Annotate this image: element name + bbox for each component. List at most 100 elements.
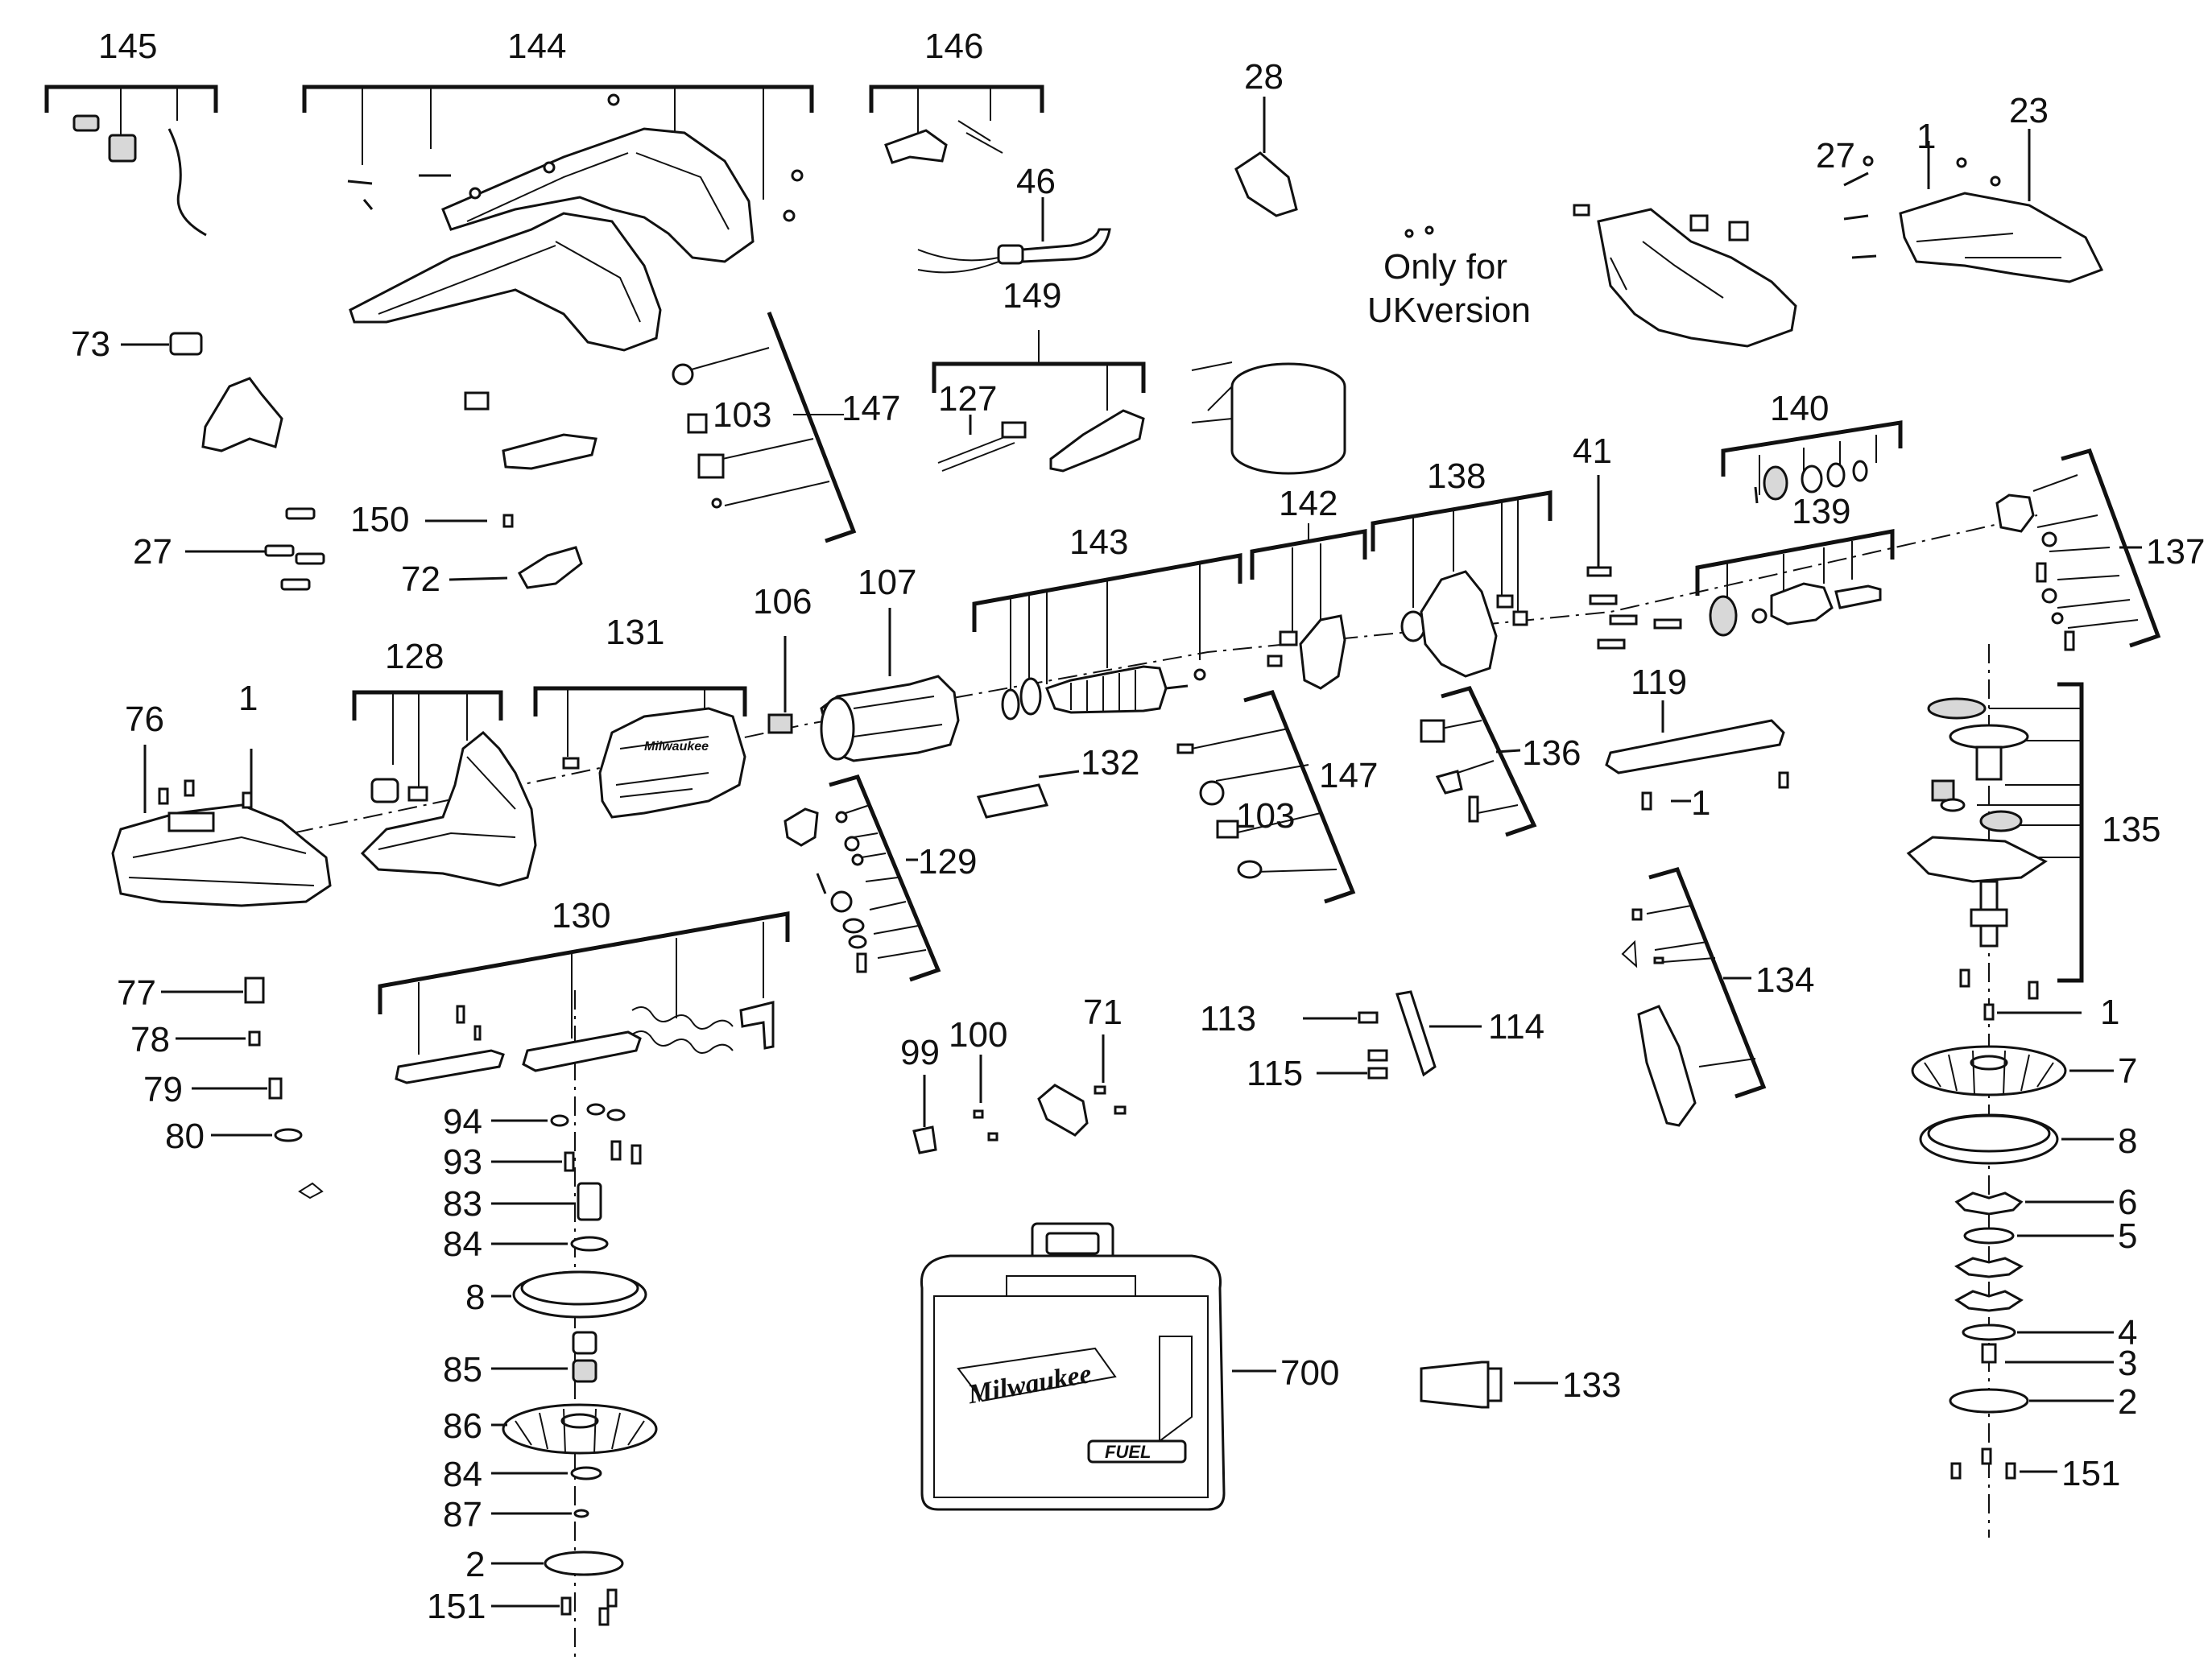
label-113: 113 [1200, 999, 1256, 1039]
wire-clip-part [1001, 421, 1027, 439]
pivot-bushing-part [577, 1182, 602, 1221]
label-1-mid-left: 1 [238, 679, 258, 718]
blade-guide-part [1995, 493, 2035, 533]
sensor-part [697, 453, 725, 479]
bearing-139-part [1709, 595, 1738, 637]
label-130: 130 [552, 896, 610, 935]
label-plate-part [976, 783, 1049, 819]
group-107: 107 [820, 563, 960, 762]
group-27-left: 27 [133, 507, 325, 591]
label-103-lower: 103 [1236, 796, 1295, 836]
label-106: 106 [753, 582, 812, 621]
assembly-axis-main [120, 514, 2038, 870]
case-badge-text: FUEL [1105, 1442, 1151, 1462]
label-1-top: 1 [1916, 117, 1936, 156]
label-700: 700 [1280, 1353, 1339, 1393]
label-8-left: 8 [465, 1278, 485, 1317]
trigger-switch-part [884, 129, 948, 164]
label-27-left: 27 [133, 532, 172, 572]
group-46: 46 [917, 162, 1111, 274]
label-142: 142 [1279, 484, 1338, 523]
screw-part [469, 187, 482, 200]
screw-part [1597, 638, 1626, 650]
group-23: 23 27 1 [1816, 91, 2104, 283]
label-93: 93 [443, 1142, 482, 1182]
group-133: 133 [1420, 1361, 1621, 1409]
label-100: 100 [949, 1015, 1007, 1055]
group-130: 130 [378, 896, 790, 1084]
group-139: 139 [1695, 492, 1895, 637]
eccentric-plate-part [1770, 582, 1834, 626]
group-28: 28 [1234, 57, 1298, 217]
label-94: 94 [443, 1102, 482, 1142]
group-99-100-71: 99 100 71 [900, 993, 1127, 1154]
label-79: 79 [143, 1070, 183, 1109]
label-7: 7 [2118, 1051, 2137, 1091]
label-145: 145 [98, 27, 157, 66]
bearing-part [672, 363, 694, 386]
label-41: 41 [1573, 432, 1612, 471]
hub-cap-left-part [544, 1551, 624, 1576]
label-84-lower: 84 [443, 1455, 482, 1494]
gear-plate-part [1420, 570, 1498, 678]
latch-plate-part [502, 433, 597, 470]
drive-wheel-left-part [502, 1403, 658, 1455]
lever-part [784, 807, 819, 847]
group-149: 149 127 [932, 276, 1146, 473]
gear-cover-part [1906, 836, 2048, 883]
control-board-part [1049, 409, 1145, 473]
label-138: 138 [1427, 456, 1486, 496]
motor-cover-brand: Milwaukee [644, 740, 709, 754]
label-73: 73 [71, 324, 110, 364]
label-84-upper: 84 [443, 1224, 482, 1264]
label-133: 133 [1562, 1365, 1621, 1405]
hub-3-part [1981, 1343, 1997, 1364]
bevel-gear-part [1927, 697, 1987, 720]
fan-baffle-part [1299, 614, 1346, 690]
group-41: 41 [1573, 432, 1612, 577]
label-8-right: 8 [2118, 1121, 2137, 1161]
label-114: 114 [1488, 1007, 1544, 1047]
label-2-right: 2 [2118, 1382, 2137, 1422]
group-136: 136 [1420, 686, 1581, 837]
label-119: 119 [1631, 663, 1687, 702]
group-73: 73 [71, 324, 283, 452]
gasket-part [1234, 151, 1298, 217]
label-132: 132 [1081, 743, 1139, 783]
label-134: 134 [1755, 960, 1814, 1000]
label-137: 137 [2146, 532, 2205, 572]
group-135: 135 [1906, 682, 2160, 983]
housing-half-left [349, 212, 662, 352]
note-line-2: UKversion [1367, 291, 1531, 330]
label-46: 46 [1016, 162, 1056, 201]
label-76: 76 [125, 700, 164, 739]
stop-pin-part [244, 977, 265, 1004]
label-139: 139 [1792, 492, 1850, 531]
group-145: 145 [44, 27, 218, 237]
group-147-upper: 103 147 [672, 312, 900, 543]
group-106: 106 [753, 582, 812, 734]
screw-part [1589, 594, 1618, 605]
bearing-140-part [1763, 465, 1788, 501]
group-131: Milwaukee 131 [533, 613, 747, 819]
label-83: 83 [443, 1184, 482, 1224]
brush-part [767, 713, 793, 734]
screw-73-part [169, 332, 203, 356]
label-1-guide: 1 [1691, 783, 1710, 823]
dust-port-part [1420, 1361, 1490, 1409]
uk-version-note: Only for UKversion [1367, 225, 1531, 330]
group-129: 129 [784, 774, 977, 982]
label-143: 143 [1069, 522, 1128, 562]
motor-cover-part [598, 707, 746, 819]
group-119: 119 1 [1605, 663, 1789, 823]
group-150: 150 [350, 500, 514, 539]
label-4: 4 [2118, 1313, 2137, 1352]
star-washer-part [1954, 1191, 2024, 1216]
label-140: 140 [1770, 389, 1829, 428]
screw-part [1609, 614, 1638, 626]
label-23: 23 [2009, 91, 2049, 130]
label-115: 115 [1247, 1054, 1303, 1093]
label-144: 144 [507, 27, 566, 66]
handle-grip-part [201, 377, 283, 452]
